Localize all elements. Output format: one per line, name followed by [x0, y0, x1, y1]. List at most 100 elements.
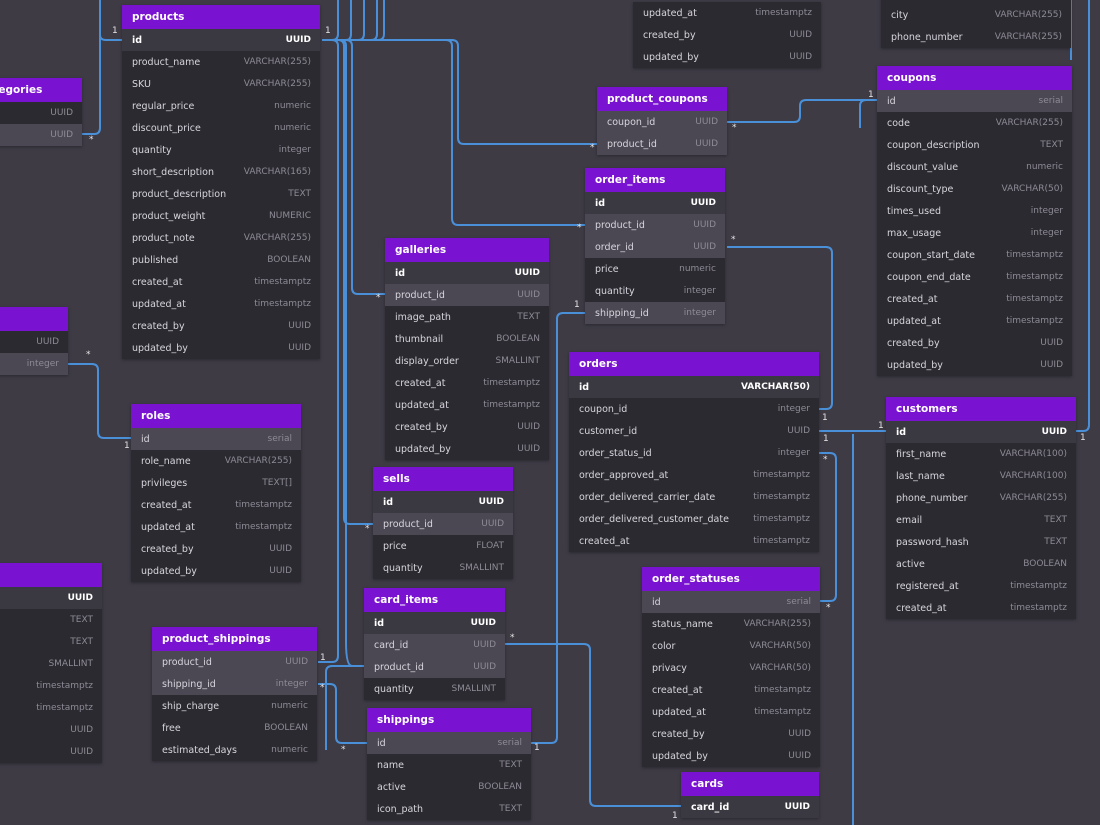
relationship-line[interactable]	[819, 452, 837, 602]
table-title[interactable]: customers	[886, 397, 1076, 421]
relationship-line[interactable]	[322, 0, 385, 41]
table-title[interactable]: order_items	[585, 168, 725, 192]
table-title[interactable]: categories	[0, 78, 82, 102]
relationship-line[interactable]	[727, 99, 877, 123]
relationship-line[interactable]	[322, 39, 385, 295]
column-row[interactable]: integer	[0, 353, 68, 375]
table-title[interactable]: card_items	[364, 588, 505, 612]
relationship-line[interactable]	[322, 39, 373, 525]
column-row[interactable]: TEXT	[0, 631, 102, 653]
column-row[interactable]: SMALLINT	[0, 653, 102, 675]
table-title[interactable]: product_shippings	[152, 627, 317, 651]
relationship-line[interactable]	[727, 246, 833, 410]
relationship-line[interactable]	[859, 99, 877, 128]
table-title[interactable]: coupons	[877, 66, 1072, 90]
table-left-bottom[interactable]: sUUIDurlTEXTTEXTSMALLINTtimestamptztimes…	[0, 563, 102, 763]
relationship-line[interactable]	[82, 0, 101, 135]
table-categories[interactable]: categoriesdUUIDdUUID	[0, 78, 82, 146]
column-row[interactable]: timestamptz	[0, 697, 102, 719]
column-row[interactable]: UUID	[0, 719, 102, 741]
table-title[interactable]: cards	[681, 772, 819, 796]
table-title[interactable]: product_coupons	[597, 87, 727, 111]
relationship-line[interactable]	[99, 0, 122, 41]
column-row[interactable]: UUID	[0, 587, 102, 609]
relationship-line[interactable]	[322, 39, 597, 145]
table-title[interactable]: shippings	[367, 708, 531, 732]
column-row[interactable]: urlTEXT	[0, 609, 102, 631]
relationship-line[interactable]	[325, 665, 364, 750]
relationship-line[interactable]	[505, 643, 681, 807]
table-title[interactable]: roles	[131, 404, 301, 428]
table-title[interactable]: sells	[373, 467, 513, 491]
table-top-right[interactable]: countryVARCHAR(255)cityVARCHAR(255)phone…	[881, 0, 1071, 48]
table-title[interactable]: products	[122, 5, 320, 29]
column-row[interactable]: timestamptz	[0, 675, 102, 697]
table-title[interactable]: s	[0, 307, 68, 331]
relationship-line[interactable]	[322, 39, 585, 226]
